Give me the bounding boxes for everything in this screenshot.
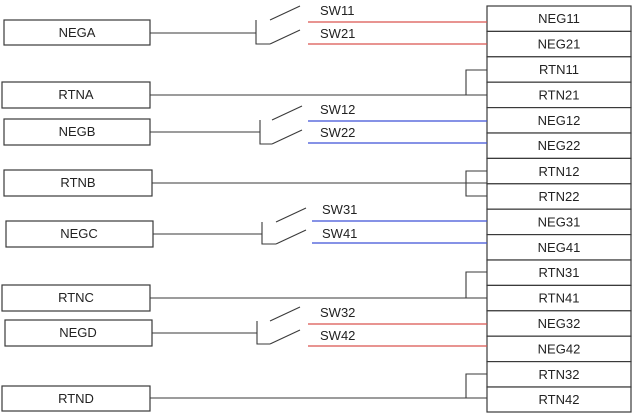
switch-group-b: SW12 SW22 <box>150 102 487 145</box>
terminal-label-rtn41: RTN41 <box>539 291 580 306</box>
switch-group-c: SW31 SW41 <box>153 202 487 245</box>
switch-label-sw21: SW21 <box>320 26 355 41</box>
terminal-box-neg22 <box>486 132 632 159</box>
terminal-label-rtn31: RTN31 <box>539 265 580 280</box>
terminal-label-rtn32: RTN32 <box>539 367 580 382</box>
terminal-label-rtn12: RTN12 <box>539 164 580 179</box>
switch-label-sw22: SW22 <box>320 125 355 140</box>
terminal-label-neg22: NEG22 <box>538 138 581 153</box>
source-box-rtnd <box>1 385 151 412</box>
terminal-label-neg31: NEG31 <box>538 215 581 230</box>
terminal-box-neg31 <box>486 208 632 236</box>
source-box-negb <box>3 118 151 146</box>
switch-label-sw32: SW32 <box>320 305 355 320</box>
terminal-box-rtn32 <box>486 361 632 388</box>
source-label-negd: NEGD <box>59 325 97 340</box>
terminal-box-neg32 <box>486 310 632 337</box>
terminal-box-neg42 <box>486 335 632 363</box>
terminal-box-rtn11 <box>486 56 632 83</box>
source-label-negc: NEGC <box>60 226 98 241</box>
switch-label-sw12: SW12 <box>320 102 355 117</box>
source-box-nega <box>3 19 151 46</box>
source-box-rtna <box>1 81 151 109</box>
source-label-rtnb: RTNB <box>60 175 95 190</box>
switch-group-d: SW32 SW42 <box>152 305 487 347</box>
source-box-negc <box>5 220 154 248</box>
switch-group-a: SW11 SW21 <box>150 3 487 45</box>
switch-label-sw11: SW11 <box>320 3 354 18</box>
terminal-box-rtn42 <box>486 386 632 413</box>
terminal-label-rtn11: RTN11 <box>539 62 579 77</box>
terminal-label-neg21: NEG21 <box>538 37 581 52</box>
terminal-label-rtn22: RTN22 <box>539 189 580 204</box>
terminal-label-neg32: NEG32 <box>538 316 581 331</box>
switch-label-sw31: SW31 <box>322 202 357 217</box>
return-wire-a <box>150 69 487 96</box>
source-box-rtnc <box>1 284 151 312</box>
return-wire-d <box>150 373 487 399</box>
terminal-label-neg42: NEG42 <box>538 342 581 357</box>
terminal-column: NEG11 NEG21 RTN11 RTN21 NEG12 NEG22 RTN1… <box>486 5 632 413</box>
terminal-label-neg11: NEG11 <box>538 11 580 26</box>
switch-label-sw42: SW42 <box>320 328 355 343</box>
terminal-label-neg12: NEG12 <box>538 113 581 128</box>
terminal-label-rtn42: RTN42 <box>539 392 580 407</box>
source-label-nega: NEGA <box>59 25 96 40</box>
terminal-label-rtn21: RTN21 <box>539 88 580 103</box>
source-box-negd <box>4 319 153 347</box>
source-label-rtnd: RTND <box>58 391 94 406</box>
terminal-box-rtn41 <box>486 284 632 312</box>
return-wire-b <box>152 170 487 197</box>
terminal-box-rtn21 <box>486 81 632 109</box>
source-label-rtnc: RTNC <box>58 290 94 305</box>
terminal-label-neg41: NEG41 <box>538 240 581 255</box>
switch-label-sw41: SW41 <box>322 226 357 241</box>
source-label-rtna: RTNA <box>58 87 93 102</box>
terminal-box-neg41 <box>486 234 632 261</box>
terminal-box-rtn31 <box>486 259 632 286</box>
return-wire-c <box>150 271 487 299</box>
source-label-negb: NEGB <box>59 124 96 139</box>
